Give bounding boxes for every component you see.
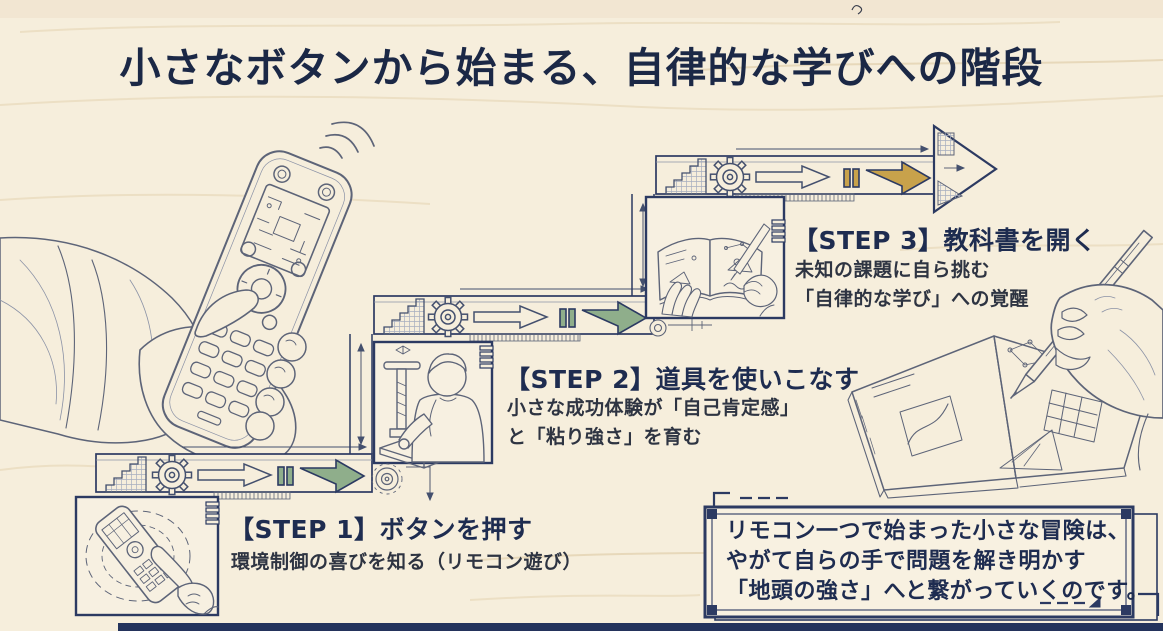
gear-icon: [709, 156, 751, 198]
signal-waves-icon: [319, 121, 375, 159]
wood-grain-texture: [0, 21, 1163, 601]
page-title: 小さなボタンから始まる、自律的な学びへの階段: [119, 44, 1044, 92]
corner-square: [707, 509, 717, 519]
corner-square: [1121, 605, 1131, 615]
step2-desc-line1: 小さな成功体験が「自己肯定感」: [507, 397, 800, 419]
child-tool-illustration: [372, 340, 494, 469]
staircase-rail-3: [655, 145, 935, 202]
connector-column-1: [349, 334, 373, 454]
conclusion-text: リモコン一つで始まった小さな冒険は、 やがて自らの手で問題を解き明かす 「地頭の…: [726, 517, 1149, 607]
step3-desc-line1: 未知の課題に自ら挑む: [795, 259, 991, 281]
step3-label: 【STEP 3】教科書を開く: [793, 226, 1097, 255]
staircase-rail-2: [373, 285, 655, 342]
open-book-illustration: [644, 195, 786, 320]
bottom-bar: [118, 623, 1163, 631]
cursor-scribble: [851, 4, 863, 15]
conclusion-line-1: リモコン一つで始まった小さな冒険は、: [726, 519, 1131, 544]
remote-hand-illustration: [0, 150, 353, 466]
step2-label: 【STEP 2】道具を使いこなす: [505, 365, 860, 394]
step1-desc: 環境制御の喜びを知る（リモコン遊び）: [231, 551, 583, 573]
drop-line-decor: [406, 465, 434, 502]
gear-icon: [151, 454, 193, 496]
washer-icon: [371, 463, 403, 495]
step3-desc-line2: 「自律的な学び」への覚醒: [795, 288, 1030, 310]
step1-label: 【STEP 1】ボタンを押す: [229, 515, 533, 544]
conclusion-line-2: やがて自らの手で問題を解き明かす: [726, 549, 1087, 574]
conclusion-box-frame: [703, 505, 1158, 621]
gear-icon: [427, 296, 469, 338]
corner-square: [707, 605, 717, 615]
ruler-ticks: [213, 491, 291, 500]
washer-icon-small: [649, 319, 712, 337]
conclusion-line-3: 「地頭の強さ」へと繋がっていくのです。: [726, 579, 1150, 604]
dash-decor: [712, 491, 1160, 616]
corner-square: [1121, 509, 1131, 519]
staircase-rail-1: [95, 443, 373, 500]
remote-press-illustration: [74, 495, 220, 617]
notebook-hand-illustration: [847, 229, 1163, 499]
step2-desc-line2: と「粘り強さ」を育む: [507, 426, 703, 448]
ruler-ticks: [469, 333, 581, 342]
goal-arrow-icon: [932, 123, 998, 215]
